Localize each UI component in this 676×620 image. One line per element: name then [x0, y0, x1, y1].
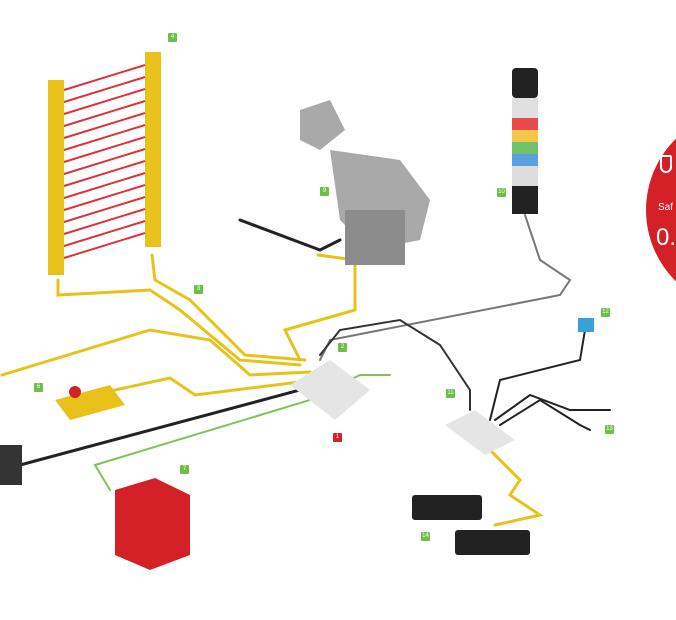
badge-splitter: 3: [194, 285, 203, 294]
badge-distribution-box: 2: [338, 343, 347, 352]
sensor-cable: [494, 393, 611, 421]
callout-value: 0.: [656, 224, 676, 251]
badge-signal-tower: 10: [497, 188, 506, 197]
badge-power: 1: [333, 433, 342, 442]
safety-cable: [56, 278, 302, 367]
badge-emergency-stop: 6: [34, 383, 43, 392]
signal-tower: [512, 68, 538, 214]
sensor-cable: [489, 329, 586, 421]
drive-unit: [0, 445, 22, 485]
safety-controller: [115, 478, 190, 570]
safety-cable: [282, 253, 357, 362]
power-cable: [18, 378, 332, 467]
badge-controller: 7: [180, 465, 189, 474]
distribution-box: [290, 360, 370, 420]
sensor-cable: [319, 318, 471, 411]
badge-io-box: 11: [446, 389, 455, 398]
badge-valves: 14: [421, 532, 430, 541]
safety-cable: [113, 376, 317, 397]
callout-label: Saf: [658, 202, 674, 213]
safety-cable: [478, 438, 544, 527]
sensor-cable: [499, 398, 591, 431]
badge-sensors: 13: [605, 425, 614, 434]
badge-light-curtain: 4: [168, 33, 177, 42]
safety-cable: [0, 328, 312, 377]
safety-callout-disc: [646, 138, 676, 282]
badge-motor: 9: [320, 187, 329, 196]
safety-cable: [150, 253, 307, 362]
motor: [300, 100, 430, 265]
valve: [412, 495, 530, 555]
shield-icon: [660, 155, 672, 173]
badge-sensor: 12: [601, 308, 610, 317]
safety-callout: Saf 0.: [646, 110, 676, 310]
power-cable: [238, 218, 342, 252]
light-curtain: [48, 52, 161, 275]
distribution-box: [445, 410, 515, 455]
photoelectric-sensor: [578, 318, 594, 332]
emergency-stop: [55, 385, 125, 420]
